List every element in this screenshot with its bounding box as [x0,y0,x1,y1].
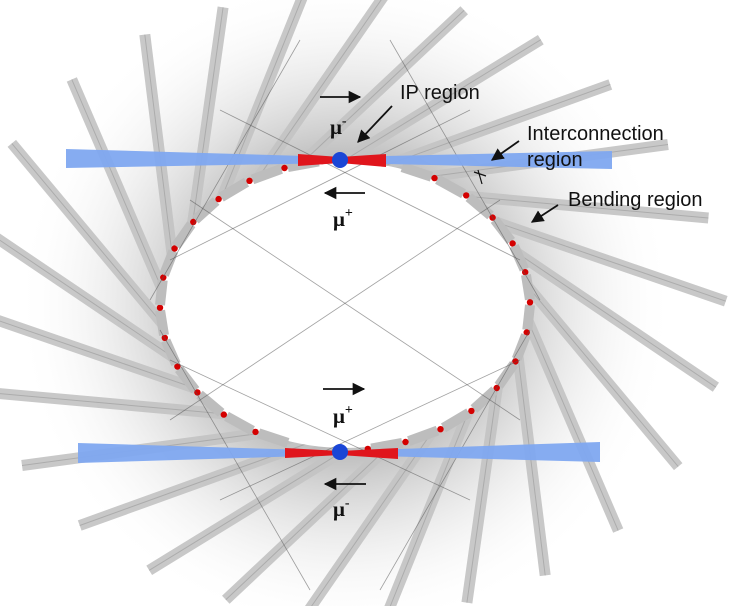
interconnection-marker [281,164,288,172]
ring-segment [494,361,519,389]
callout-interconnection [490,140,520,161]
ring-segment [155,309,169,336]
interconnection-marker [509,240,516,247]
ring-segment [218,177,250,202]
ring-segment [171,221,196,249]
label-bending-region: Bending region [568,189,703,211]
interaction-point-bottom [332,444,348,460]
bending-line [389,39,541,301]
interconnection-marker [215,195,222,203]
interaction-point-top [332,152,348,168]
mu-label-top-upper: μ- [330,114,347,139]
ring-segment [224,411,255,435]
interconnection-marker [522,269,529,276]
bending-line [159,329,311,591]
interconnection-marker [252,428,259,436]
ring-segment [490,216,515,245]
interconnection-marker [194,389,201,396]
bending-line [219,109,521,261]
ring-segment [400,162,433,182]
ring-segment [509,243,529,272]
interconnection-marker [402,438,409,446]
ring-segment [470,386,499,413]
bending-line [169,199,501,421]
mu-label-bottom-lower: μ- [333,496,350,521]
ring-segment [257,428,290,448]
interconnection-marker [246,177,253,184]
inner-opening [162,162,528,448]
label-interconnection-line1: Interconnection [527,123,664,145]
ring-segment [465,193,494,220]
bending-line [379,329,531,591]
bending-line [169,109,471,261]
interconnection-marker [437,426,444,433]
bending-line [169,359,471,501]
interconnection-bracket [473,169,487,185]
mu-label-top-lower: μ+ [333,206,353,231]
mu-label-bottom-upper: μ+ [333,403,353,428]
callout-bending [530,204,559,223]
interconnection-marker [431,174,438,182]
bending-line [219,359,521,501]
ring-segment [522,304,535,331]
interconnection-marker [190,218,197,226]
interconnection-marker [220,411,227,418]
label-ip-region: IP region [400,82,480,104]
interconnection-marker [468,407,475,415]
interconnection-marker [156,304,164,311]
bending-line [149,39,301,301]
callout-ip-region [357,105,393,143]
ring-segment [250,164,283,185]
ring-segment [370,437,404,454]
interconnection-marker [526,299,534,306]
ring-segment [440,408,472,433]
label-interconnection-line2: region [527,149,583,171]
ring-segment [159,249,178,277]
ring-segment [435,175,466,199]
interconnection-marker [171,245,178,252]
interconnection-marker [463,192,470,199]
interconnection-marker [174,363,181,370]
ring-segment [407,425,440,446]
interconnection-marker [523,329,530,336]
bending-line [189,199,521,421]
ring-segment [521,274,535,301]
bending-lines [149,39,541,591]
ring-segment [155,279,168,306]
ring-segment [161,338,181,367]
